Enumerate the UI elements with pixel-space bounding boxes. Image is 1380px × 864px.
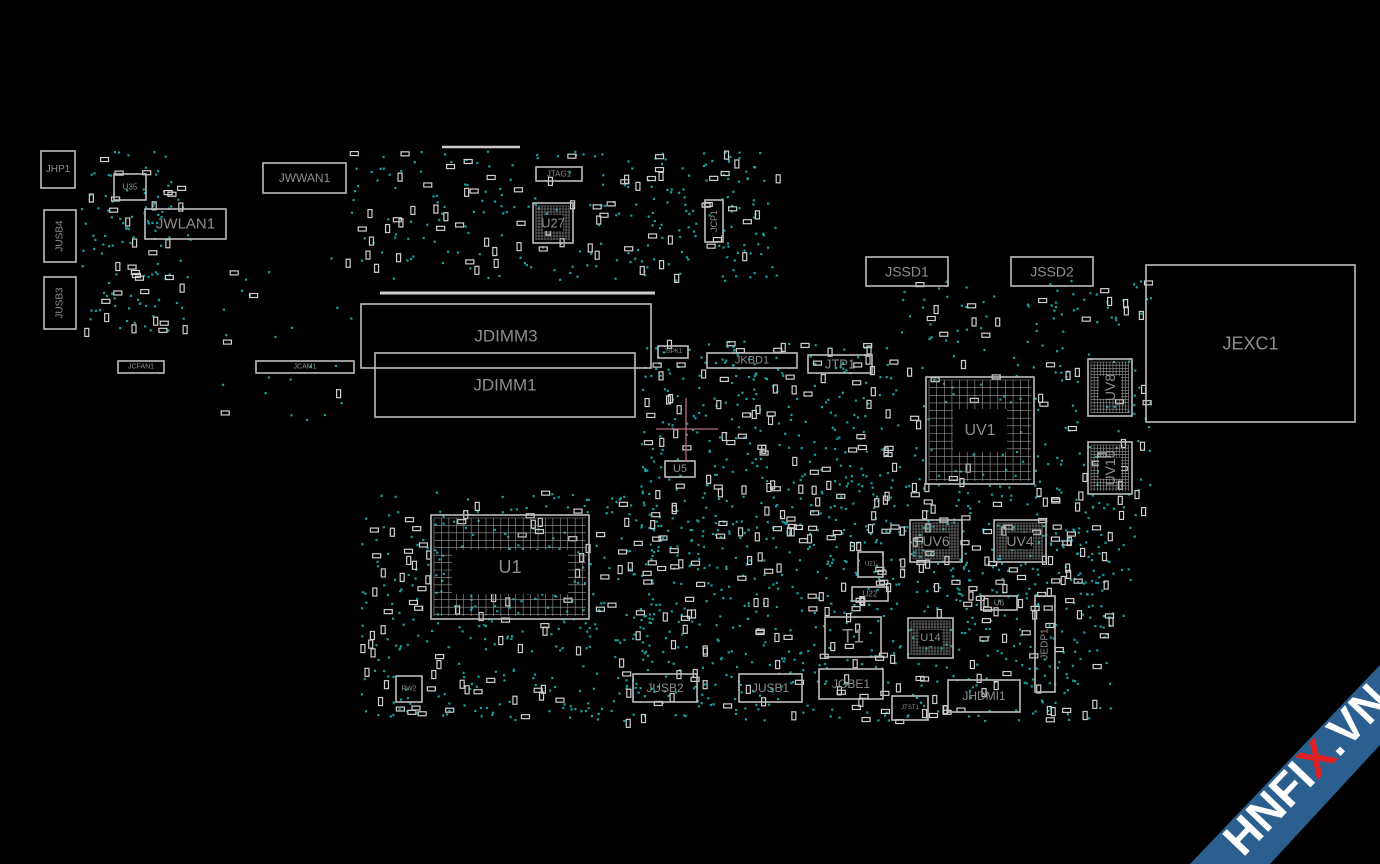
component-label: UV6 xyxy=(922,533,949,549)
component-label: JUSB3 xyxy=(55,287,66,319)
component-u6[interactable]: U6 xyxy=(980,595,1018,611)
bga-grid xyxy=(1090,444,1130,491)
watermark: HNFIX.VN xyxy=(1190,665,1380,864)
component-jusb4[interactable]: JUSB4 xyxy=(43,209,77,263)
component-uv6[interactable]: UV6 xyxy=(909,519,963,563)
component-jcam1[interactable]: JCAM1 xyxy=(255,360,355,374)
component-label: JCAM1 xyxy=(294,364,317,371)
component-jcfan1[interactable]: JCFAN1 xyxy=(117,360,165,374)
component-jdimm1[interactable]: JDIMM1 xyxy=(374,352,636,418)
component-label: JSSD1 xyxy=(885,264,929,280)
component-label: PW2 xyxy=(401,686,416,693)
component-jtag1[interactable]: JTAG1 xyxy=(535,166,583,182)
component-u5[interactable]: U5 xyxy=(664,460,696,478)
component-u1[interactable]: U1 xyxy=(430,514,590,620)
component-label: UV1 xyxy=(964,422,995,439)
component-label: U21 xyxy=(865,562,877,568)
component-label: U14 xyxy=(920,632,940,644)
component-label: JUSB2 xyxy=(646,681,684,695)
component-jtp1[interactable]: JTP1 xyxy=(807,354,873,374)
component-label: U1 xyxy=(498,557,521,577)
bga-grid xyxy=(912,522,959,560)
component-label: JWLAN1 xyxy=(156,216,215,233)
bga-grid xyxy=(928,379,1031,481)
component-label: JEXC1 xyxy=(1222,334,1278,354)
component-jusb1[interactable]: JUSB1 xyxy=(738,673,803,703)
component-label: U6 xyxy=(994,599,1005,608)
component-t1[interactable]: T1 xyxy=(824,616,882,658)
component-jwlan1[interactable]: JWLAN1 xyxy=(144,208,227,240)
component-jhdmi1[interactable]: JHDMI1 xyxy=(947,679,1021,713)
bga-grid xyxy=(535,205,570,240)
component-label: JSSD2 xyxy=(1030,264,1074,280)
component-jwwan1[interactable]: JWWAN1 xyxy=(262,162,347,194)
component-jgbe1[interactable]: JGBE1 xyxy=(818,668,884,700)
component-jedp1[interactable]: JEDP1 xyxy=(1034,595,1056,693)
component-label: UV8 xyxy=(1102,374,1118,401)
component-label: JDIMM1 xyxy=(473,376,536,395)
watermark-band xyxy=(1190,665,1380,864)
component-label: JHP1 xyxy=(46,164,71,175)
component-label: JUSB4 xyxy=(55,220,66,252)
component-uv8[interactable]: UV8 xyxy=(1087,358,1133,417)
component-u14[interactable]: U14 xyxy=(907,617,954,659)
component-jssd2[interactable]: JSSD2 xyxy=(1010,256,1094,287)
component-label: JTP1 xyxy=(825,357,855,372)
component-u35[interactable]: U35 xyxy=(113,173,147,201)
bga-grid xyxy=(910,620,951,655)
component-jexc1[interactable]: JEXC1 xyxy=(1145,264,1356,423)
component-label: JDIMM3 xyxy=(474,327,537,346)
component-label: U22 xyxy=(863,590,878,599)
component-label: UV4 xyxy=(1006,533,1033,549)
component-label: JHDMI1 xyxy=(962,689,1006,703)
component-u22[interactable]: U22 xyxy=(851,586,889,602)
component-label: U35 xyxy=(123,183,138,192)
component-jkbd1[interactable]: JKBD1 xyxy=(706,352,798,369)
component-label: JCFAN1 xyxy=(128,364,154,371)
component-label: JTST1 xyxy=(901,705,919,711)
component-jusb2[interactable]: JUSB2 xyxy=(632,673,698,703)
component-jssd1[interactable]: JSSD1 xyxy=(865,256,949,287)
small-parts xyxy=(84,145,1154,728)
bga-grid xyxy=(433,517,586,616)
component-pw2[interactable]: PW2 xyxy=(395,675,423,703)
component-jdimm3[interactable]: JDIMM3 xyxy=(360,303,652,369)
component-label: U27 xyxy=(541,216,565,231)
component-label: JKBD1 xyxy=(735,355,769,367)
test-points xyxy=(80,150,1153,723)
component-jcp1[interactable]: JCP1 xyxy=(704,199,724,243)
component-uv10[interactable]: UV10 xyxy=(1087,441,1133,495)
component-label: JSPK1 xyxy=(664,349,683,355)
selection-crosshair xyxy=(656,398,718,462)
component-jusb3[interactable]: JUSB3 xyxy=(43,276,77,330)
component-uv1[interactable]: UV1 xyxy=(925,376,1035,485)
bga-grid xyxy=(996,522,1043,560)
component-label: JUSB1 xyxy=(752,681,790,695)
component-label: U5 xyxy=(673,463,687,475)
component-jspk1[interactable]: JSPK1 xyxy=(657,345,689,359)
component-label: JCP1 xyxy=(709,210,719,232)
component-label: JGBE1 xyxy=(832,677,870,691)
component-label: UV10 xyxy=(1102,450,1118,485)
component-label: JEDP1 xyxy=(1040,628,1051,660)
component-label: JWWAN1 xyxy=(279,171,331,185)
component-jtst1[interactable]: JTST1 xyxy=(891,695,929,721)
component-jhp1[interactable]: JHP1 xyxy=(40,150,76,189)
bga-grid xyxy=(1090,361,1130,413)
component-u27[interactable]: U27 xyxy=(532,202,574,244)
component-label: T1 xyxy=(842,627,864,648)
component-uv4[interactable]: UV4 xyxy=(993,519,1047,563)
component-u21[interactable]: U21 xyxy=(857,551,884,578)
component-label: JTAG1 xyxy=(547,170,572,179)
